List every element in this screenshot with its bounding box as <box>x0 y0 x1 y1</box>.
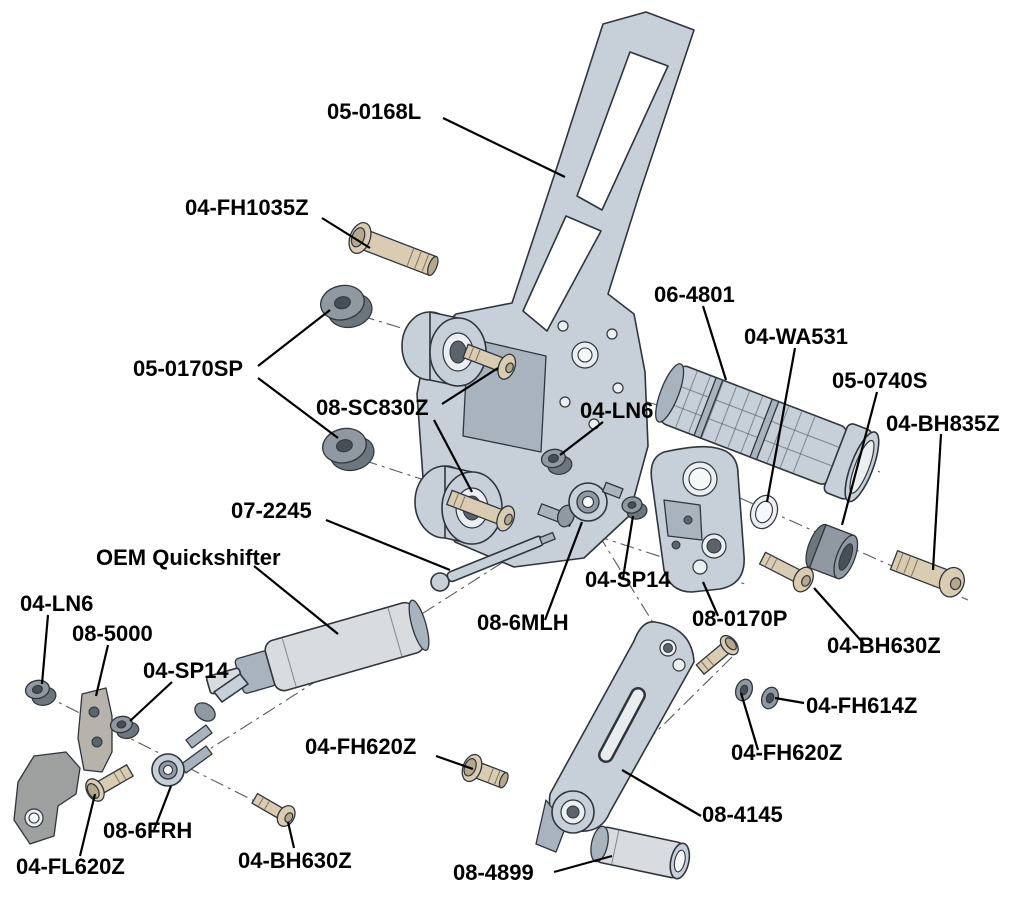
label-04-WA531: 04-WA531 <box>744 324 848 349</box>
part-spacer-05-0170SP-lower <box>321 427 375 472</box>
label-08-6MLH: 08-6MLH <box>477 610 569 635</box>
label-08-6FRH: 08-6FRH <box>103 818 193 843</box>
part-pushrod-07-2245 <box>430 531 556 592</box>
part-nut-04-LN6-left <box>24 679 57 707</box>
part-main-bracket-05-0168L <box>401 11 695 568</box>
part-screw-08-SC830Z-lower <box>445 489 516 532</box>
label-08-SC830Z: 08-SC830Z <box>316 395 429 420</box>
label-07-2245: 07-2245 <box>231 498 312 523</box>
label-04-FH620Z-center: 04-FH620Z <box>305 734 417 759</box>
label-08-5000: 08-5000 <box>72 621 153 646</box>
part-washer-04-SP14-left <box>109 715 140 740</box>
label-04-BH630Z-right: 04-BH630Z <box>827 633 941 658</box>
label-04-FH614Z: 04-FH614Z <box>806 693 918 718</box>
label-04-SP14-center: 04-SP14 <box>585 567 671 592</box>
part-bolt-04-FH620Z-center <box>461 753 509 789</box>
label-04-BH630Z-bottom: 04-BH630Z <box>238 848 352 873</box>
part-screw-08-SC830Z-upper <box>462 343 517 380</box>
part-oem-quickshifter <box>185 599 430 749</box>
part-washer-04-SP14-center <box>621 496 648 520</box>
label-oem-quickshifter: OEM Quickshifter <box>96 545 281 570</box>
part-bolt-04-BH835Z <box>889 549 965 598</box>
leader-lines <box>40 117 943 874</box>
part-spacer-05-0740S <box>805 523 859 580</box>
part-shift-arm-08-5000 <box>13 687 113 845</box>
part-washer-04-FH614Z-inner <box>734 678 754 702</box>
label-04-SP14-left: 04-SP14 <box>143 658 229 683</box>
label-08-0170P: 08-0170P <box>692 606 788 631</box>
label-05-0740S: 05-0740S <box>832 368 928 393</box>
part-shift-lever-08-4145 <box>535 621 695 853</box>
part-washer-04-WA531 <box>749 494 779 530</box>
label-04-LN6-left: 04-LN6 <box>20 591 94 616</box>
part-rodend-08-6FRH <box>151 745 213 787</box>
label-04-LN6-center: 04-LN6 <box>580 398 654 423</box>
label-08-4899: 08-4899 <box>453 860 534 885</box>
part-footpeg-06-4801 <box>655 363 880 503</box>
part-bolt-04-FL620Z <box>85 763 135 802</box>
label-05-0170SP: 05-0170SP <box>133 356 244 381</box>
part-screw-04-BH630Z-bottom <box>251 792 296 827</box>
label-06-4801: 06-4801 <box>654 282 735 307</box>
label-04-BH835Z: 04-BH835Z <box>886 411 1000 436</box>
label-05-0168L: 05-0168L <box>327 99 422 124</box>
label-04-FL620Z: 04-FL620Z <box>16 854 125 879</box>
part-bolt-04-FH620Z-right <box>695 634 739 676</box>
part-bracket-08-0170P <box>650 445 745 593</box>
part-spacer-05-0170SP-upper <box>319 284 373 329</box>
part-bolt-04-BH630Z-right <box>758 551 814 593</box>
part-rodend-08-6MLH <box>537 481 624 528</box>
label-04-FH1035Z: 04-FH1035Z <box>185 195 309 220</box>
part-bolt-04-FH1035Z <box>348 221 439 277</box>
label-04-FH620Z-right: 04-FH620Z <box>731 740 843 765</box>
part-nut-04-LN6-center <box>540 448 573 476</box>
part-washer-04-FH614Z-outer <box>760 686 780 710</box>
part-peg-08-4899 <box>590 825 691 880</box>
label-08-4145: 08-4145 <box>702 802 783 827</box>
